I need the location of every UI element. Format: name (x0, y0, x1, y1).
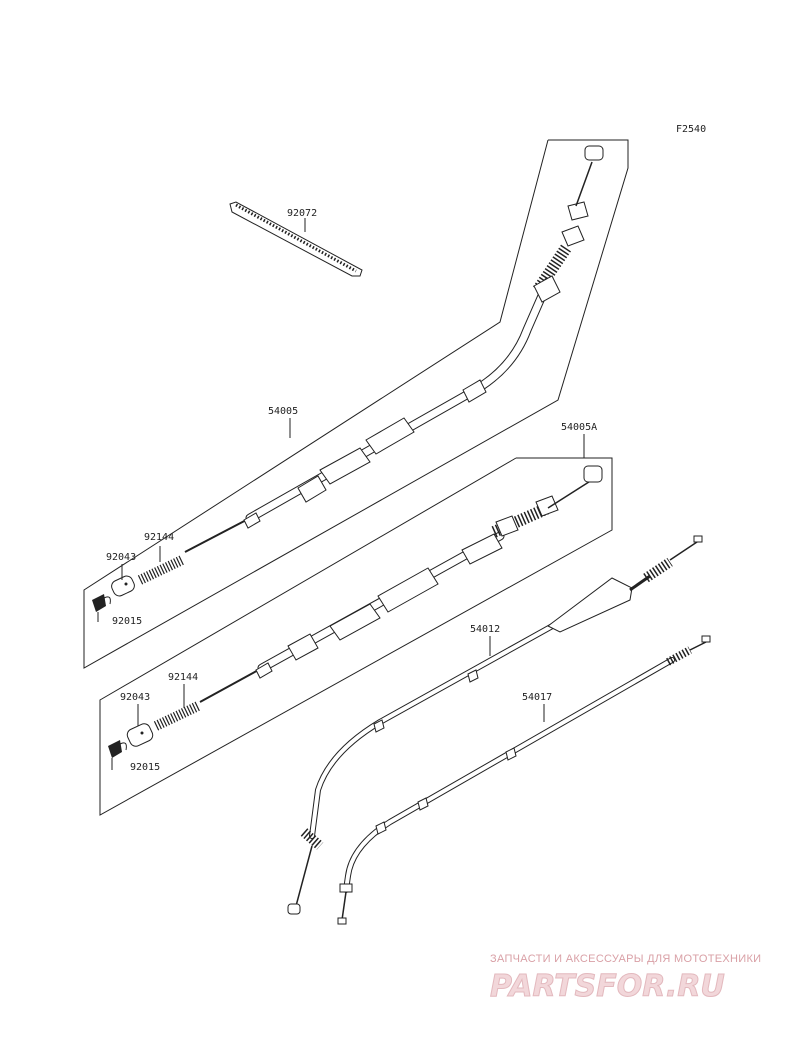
group-outline-lower (99, 457, 613, 816)
part-label-band: 92072 (287, 208, 317, 219)
cable-54012 (287, 535, 703, 915)
figure-code: F2540 (676, 124, 706, 135)
part-label-spring-2: 92144 (168, 672, 198, 683)
part-label-cable-54012: 54012 (470, 624, 500, 635)
part-label-cable-lower: 54005A (561, 422, 597, 433)
pin-lower (126, 723, 154, 747)
part-label-pin-2: 92043 (120, 692, 150, 703)
spring-lower (153, 701, 201, 731)
band-strap (229, 201, 363, 277)
part-label-cable-upper: 54005 (268, 406, 298, 417)
pin-upper (111, 575, 135, 597)
group-outline-upper (83, 139, 629, 669)
clip-lower (108, 740, 127, 758)
part-label-clip-1: 92015 (112, 616, 142, 627)
watermark-tagline: ЗАПЧАСТИ И АКСЕССУАРЫ ДЛЯ МОТОТЕХНИКИ (490, 953, 761, 965)
watermark-brand: PARTSFOR.RU (490, 969, 725, 1004)
cable-upper (184, 145, 604, 553)
part-label-cable-54017: 54017 (522, 692, 552, 703)
clip-upper (92, 594, 111, 612)
part-label-pin-1: 92043 (106, 552, 136, 563)
cable-54017 (337, 635, 711, 925)
part-label-clip-2: 92015 (130, 762, 160, 773)
cable-lower (199, 465, 603, 703)
spring-upper (137, 555, 185, 585)
part-label-spring-1: 92144 (144, 532, 174, 543)
